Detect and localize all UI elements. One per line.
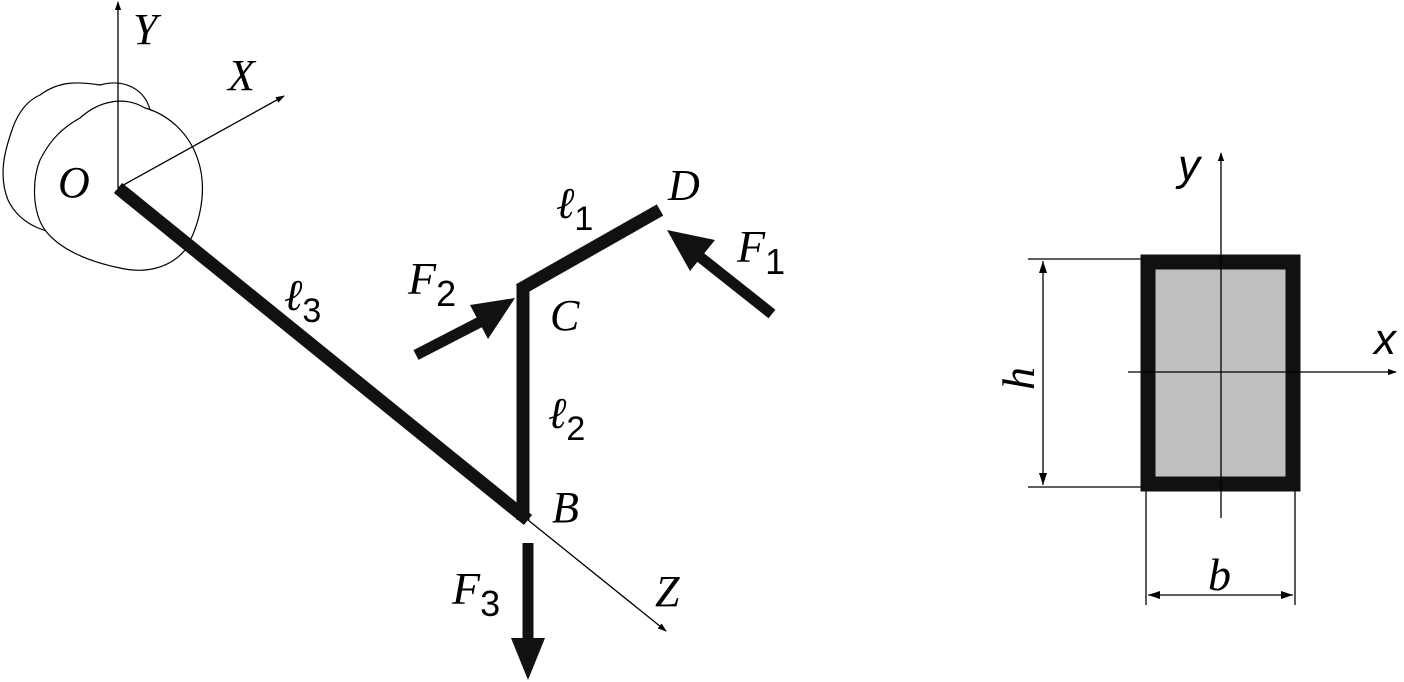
frame-bars xyxy=(113,182,664,526)
y-axis-label: Y xyxy=(133,5,162,54)
force-f1-shaft xyxy=(696,252,776,319)
point-b-label: B xyxy=(552,483,579,532)
bar-l3 xyxy=(113,182,533,526)
point-c-label: C xyxy=(550,291,580,340)
force-f2: F2 xyxy=(407,253,515,360)
section-x-label: x xyxy=(1372,315,1398,364)
force-f1-head xyxy=(667,230,715,271)
x-axis-line xyxy=(117,95,285,189)
force-f3-head xyxy=(511,638,545,680)
force-f1-label: F1 xyxy=(736,221,785,282)
force-f1: F1 xyxy=(667,221,785,319)
origin-label: O xyxy=(58,158,90,207)
z-axis-label: Z xyxy=(655,567,680,616)
point-d-label: D xyxy=(667,161,700,210)
x-axis-label: X xyxy=(226,51,257,100)
force-f2-head xyxy=(470,298,515,339)
label-l3: ℓ3 xyxy=(284,271,321,330)
section-y-label: y xyxy=(1175,141,1203,190)
dimension-b-label: b xyxy=(1208,549,1231,600)
force-f2-label: F2 xyxy=(407,253,456,314)
segment-labels: ℓ3 ℓ2 ℓ1 xyxy=(284,179,593,448)
z-axis-line xyxy=(527,519,667,632)
label-l2: ℓ2 xyxy=(548,389,585,448)
force-f3-label: F3 xyxy=(451,563,500,624)
bar-l1 xyxy=(515,204,664,296)
fixed-support xyxy=(2,82,204,271)
force-f2-shaft xyxy=(413,317,483,360)
global-axes: Y X Z O xyxy=(58,1,680,632)
point-labels: B C D xyxy=(550,161,700,532)
force-f3: F3 xyxy=(451,543,545,680)
dimension-h-label: h xyxy=(993,367,1044,390)
cross-section: y x h b xyxy=(993,141,1398,605)
label-l1: ℓ1 xyxy=(556,179,593,238)
